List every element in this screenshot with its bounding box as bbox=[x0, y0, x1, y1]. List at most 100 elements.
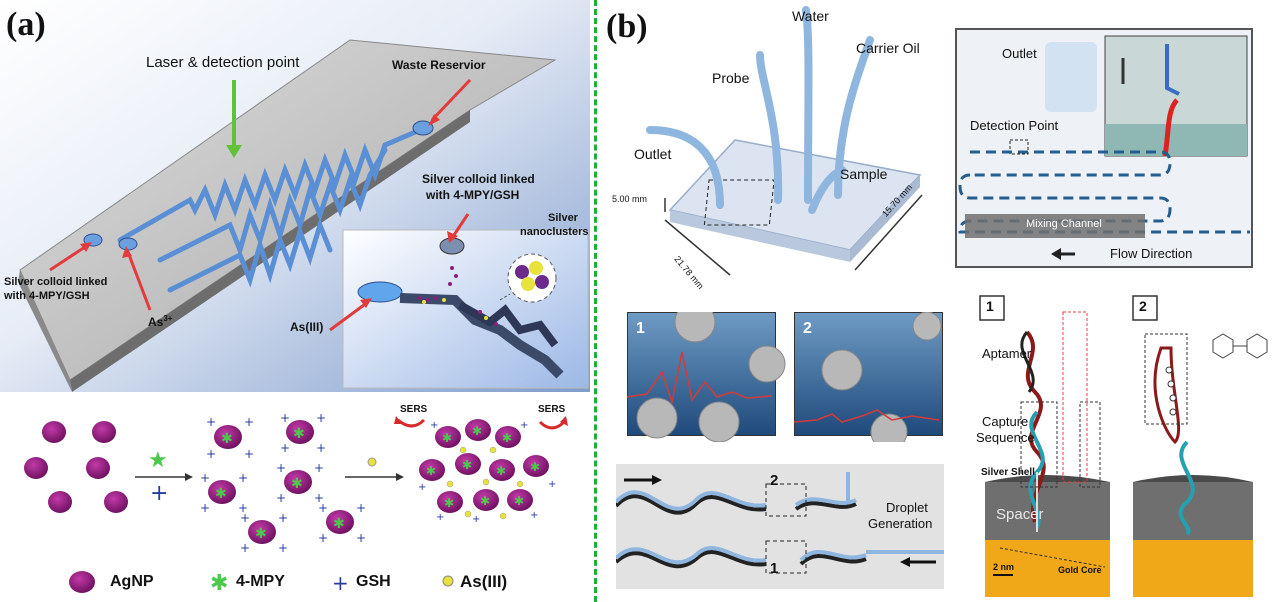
droplet-generation-label-line2: Generation bbox=[868, 516, 933, 531]
dim-line-length bbox=[854, 194, 923, 271]
flow-box-1-number: 1 bbox=[770, 560, 779, 577]
aptamer-schematic bbox=[979, 295, 1268, 597]
svg-text:+: + bbox=[280, 441, 290, 455]
detection-point-label: Detection Point bbox=[970, 118, 1059, 133]
svg-text:✱: ✱ bbox=[496, 464, 506, 478]
flow-box-2 bbox=[765, 483, 807, 517]
svg-text:+: + bbox=[276, 461, 286, 475]
inlet-colloid-label-line2: with 4-MPY/GSH bbox=[4, 290, 90, 302]
inlet-arsenic-charge: 3+ bbox=[163, 314, 173, 323]
inlet-arsenic-text: As bbox=[148, 315, 164, 329]
svg-text:+: + bbox=[530, 510, 538, 521]
svg-text:+: + bbox=[430, 420, 438, 431]
sers-spectrum-2 bbox=[793, 409, 940, 423]
inset-nanoclusters-label-line2: nanoclusters bbox=[520, 226, 589, 238]
aptamer-label: Aptamer bbox=[982, 346, 1032, 361]
flow-box-2-number: 2 bbox=[770, 472, 779, 489]
dim-line-width bbox=[664, 219, 731, 276]
gsh-crosses: ++++ ++++ ++++ ++++ ++++ ++++ bbox=[200, 411, 366, 555]
inset-arsenic-label: As(III) bbox=[290, 320, 324, 334]
svg-text:+: + bbox=[278, 541, 288, 555]
svg-text:+: + bbox=[200, 471, 210, 485]
svg-text:+: + bbox=[280, 411, 290, 425]
capture-sequence-label-line2: Sequence bbox=[976, 430, 1035, 445]
droplet-spheres bbox=[627, 312, 942, 442]
droplet-chip-3d bbox=[646, 6, 923, 276]
svg-text:+: + bbox=[520, 420, 528, 431]
waste-reservoir bbox=[412, 120, 434, 136]
inset-nanoclusters-label-line1: Silver bbox=[548, 212, 578, 224]
svg-text:✱: ✱ bbox=[215, 486, 227, 502]
spacer-label: Spacer bbox=[996, 506, 1044, 523]
inset-inlet-reservoir bbox=[357, 281, 403, 303]
inset-colloid-label-line2: with 4-MPY/GSH bbox=[426, 188, 520, 202]
svg-text:+: + bbox=[548, 479, 556, 490]
svg-text:✱: ✱ bbox=[426, 464, 436, 478]
svg-text:+: + bbox=[314, 491, 324, 505]
nanocluster-zoom bbox=[507, 253, 557, 303]
droplet-generation-label-line1: Droplet bbox=[886, 500, 928, 515]
aptamer-strand-1 bbox=[1025, 330, 1046, 523]
chip-front bbox=[18, 270, 72, 392]
inset-as-arrow bbox=[329, 300, 369, 332]
droplet-flow-drawing bbox=[616, 472, 944, 574]
aptamer-box-2-number: 2 bbox=[1139, 298, 1147, 314]
tube-label-outlet: Outlet bbox=[634, 146, 672, 162]
legend-mpy-icon: ✱ bbox=[210, 571, 228, 596]
inset-particles bbox=[418, 266, 498, 326]
reagent-cross-icon: + bbox=[150, 481, 168, 506]
svg-text:+: + bbox=[418, 482, 426, 493]
svg-text:✱: ✱ bbox=[291, 476, 303, 492]
svg-text:✱: ✱ bbox=[293, 426, 305, 442]
aptamer-box-1-frame bbox=[979, 295, 1005, 321]
tube-label-carrier-oil: Carrier Oil bbox=[856, 40, 920, 56]
tube-label-sample: Sample bbox=[840, 166, 888, 182]
svg-text:+: + bbox=[318, 531, 328, 545]
svg-text:✱: ✱ bbox=[514, 494, 524, 508]
mixing-channel-band bbox=[965, 214, 1145, 238]
sers-arrow-right bbox=[538, 420, 566, 430]
mixing-channel-label: Mixing Channel bbox=[1026, 218, 1102, 230]
bare-agnp-group bbox=[24, 421, 128, 513]
svg-text:✱: ✱ bbox=[530, 460, 540, 474]
svg-text:+: + bbox=[356, 501, 366, 515]
svg-text:✱: ✱ bbox=[333, 516, 345, 532]
gold-core-1 bbox=[985, 537, 1110, 597]
chip-tubes bbox=[646, 6, 874, 214]
sers-spectrum-1 bbox=[627, 351, 773, 405]
outlet-tube bbox=[1045, 42, 1097, 112]
waste-reservoir-label: Waste Reservior bbox=[392, 58, 486, 72]
sers-label-left: SERS bbox=[400, 404, 428, 415]
legend-label-agnp: AgNP bbox=[110, 573, 154, 590]
silver-shell-label: Silver Shell bbox=[981, 467, 1035, 478]
channel-outlet-label: Outlet bbox=[1002, 46, 1037, 61]
legend-as-icon bbox=[442, 575, 454, 587]
capture-strand-2 bbox=[1178, 440, 1195, 536]
channel-layout-drawing bbox=[958, 35, 1250, 260]
svg-text:+: + bbox=[316, 411, 326, 425]
sers-label-right: SERS bbox=[538, 404, 566, 415]
legend-gsh-icon: + bbox=[332, 571, 349, 595]
svg-text:+: + bbox=[206, 447, 216, 461]
inlet2-arrow bbox=[126, 251, 152, 311]
svg-text:+: + bbox=[316, 441, 326, 455]
legend-agnp-icon bbox=[69, 571, 95, 593]
svg-text:+: + bbox=[240, 511, 250, 525]
inset-diagram bbox=[329, 213, 589, 389]
svg-text:+: + bbox=[238, 501, 248, 515]
agnp-aggregate: ✱ ✱ ✱ ✱ ✱ ✱ ✱ ✱ ✱ ✱ bbox=[419, 419, 549, 513]
scale-bar-label: 2 nm bbox=[993, 562, 1015, 572]
svg-text:+: + bbox=[200, 501, 210, 515]
microfluidic-chip bbox=[18, 39, 557, 392]
svg-text:+: + bbox=[314, 461, 324, 475]
functionalized-agnp-group: ✱ ✱ ✱ ✱ ✱ ✱ bbox=[208, 420, 354, 544]
svg-text:+: + bbox=[278, 511, 288, 525]
nanocluster-spheres bbox=[515, 261, 549, 291]
droplet-render-1-number: 1 bbox=[636, 320, 645, 337]
svg-text:+: + bbox=[244, 447, 254, 461]
svg-text:✱: ✱ bbox=[221, 431, 233, 447]
panel-b-letter: (b) bbox=[606, 8, 648, 45]
chemical-structure bbox=[1212, 333, 1268, 359]
panel-a-letter: (a) bbox=[6, 6, 46, 43]
svg-text:+: + bbox=[240, 541, 250, 555]
